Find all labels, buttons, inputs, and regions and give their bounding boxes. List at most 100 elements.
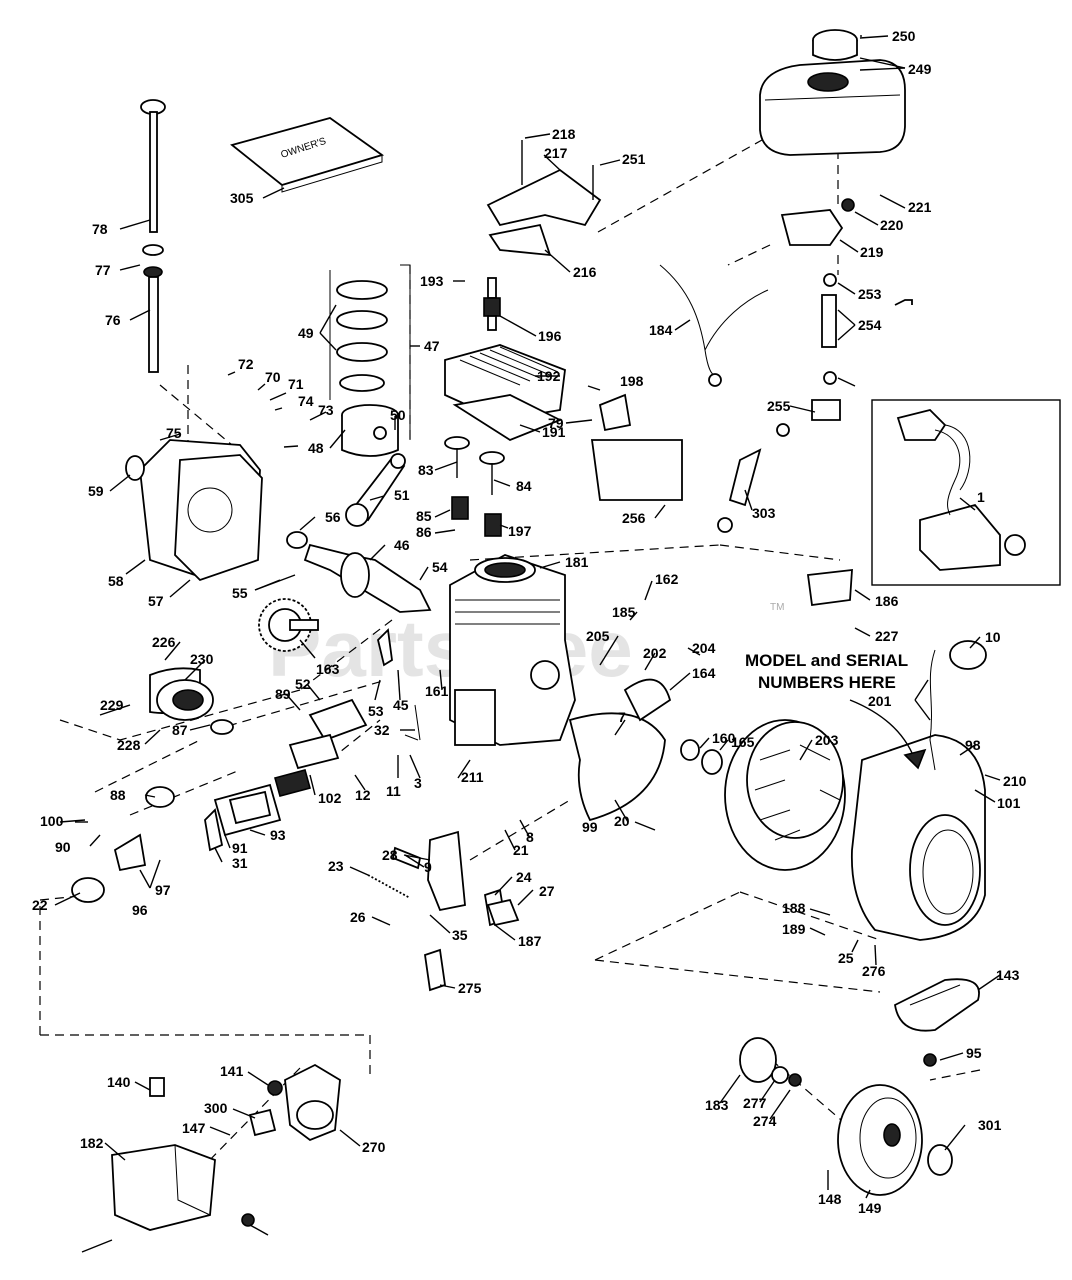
callout-label: 45 (393, 697, 409, 713)
callout-label: 276 (862, 963, 886, 979)
callout-label: 275 (458, 980, 482, 996)
callout-label: 277 (743, 1095, 767, 1111)
callout-label: 140 (107, 1074, 131, 1090)
blower-housing (850, 734, 986, 941)
callout-label: 72 (238, 356, 254, 372)
callout-label: 86 (416, 524, 432, 540)
starter-handle (894, 978, 980, 1067)
callout-label: 3 (414, 775, 422, 791)
callout-label: 84 (516, 478, 532, 494)
callout-label: 32 (374, 722, 390, 738)
callout-label: 74 (298, 393, 314, 409)
callout-label: 184 (649, 322, 673, 338)
fuel-tank (759, 29, 906, 156)
callout-label: 165 (731, 734, 755, 750)
callout-label: 56 (325, 509, 341, 525)
fuel-line (717, 273, 841, 533)
callout-label: 28 (382, 847, 398, 863)
callout-label: 148 (818, 1191, 842, 1207)
callout-label: 202 (643, 645, 667, 661)
callout-label: 220 (880, 217, 904, 233)
callout-label: 228 (117, 737, 141, 753)
spark-plug (483, 277, 501, 331)
callout-label: 256 (622, 510, 646, 526)
callout-label: 301 (978, 1117, 1002, 1133)
callout-label: 21 (513, 842, 529, 858)
callout-label: 197 (508, 523, 532, 539)
callout-label: 270 (362, 1139, 386, 1155)
callout-label: 89 (275, 686, 291, 702)
cylinder-head (444, 344, 566, 442)
bracket-216 (488, 223, 552, 257)
starter-cup (149, 667, 234, 735)
callout-label: 226 (152, 634, 176, 650)
callout-label: 205 (586, 628, 610, 644)
callout-label: 50 (390, 407, 406, 423)
callout-label: 221 (908, 199, 932, 215)
callout-label: 147 (182, 1120, 206, 1136)
callout-label: 164 (692, 665, 716, 681)
callout-label: 229 (100, 697, 124, 713)
callout-label: 1 (977, 489, 985, 505)
cylinder-block (449, 554, 576, 746)
callout-label: 187 (518, 933, 542, 949)
callout-label: 27 (539, 883, 555, 899)
camshaft-gear (258, 598, 319, 652)
callout-label: 181 (565, 554, 589, 570)
callout-label: 20 (614, 813, 630, 829)
callout-label: 76 (105, 312, 121, 328)
seal-56 (286, 531, 308, 549)
callout-label: 7 (618, 709, 626, 725)
trademark: TM (770, 602, 784, 613)
bracket-217 (486, 168, 602, 227)
callout-label: 48 (308, 440, 324, 456)
callout-label: 58 (108, 573, 124, 589)
callout-label: 230 (190, 651, 214, 667)
callout-label: 93 (270, 827, 286, 843)
callout-label: 162 (655, 571, 679, 587)
callout-label: 196 (538, 328, 562, 344)
callout-label: 47 (424, 338, 440, 354)
callout-label: 10 (985, 629, 1001, 645)
callout-label: 211 (461, 769, 484, 785)
callout-label: 102 (318, 790, 342, 806)
connecting-rod (345, 453, 406, 527)
callout-label: 203 (815, 732, 839, 748)
callout-label: 218 (552, 126, 576, 142)
callout-label: 97 (155, 882, 171, 898)
callout-label: 78 (92, 221, 108, 237)
assembly-lines (39, 139, 981, 1171)
starter-cup-270 (739, 1037, 802, 1087)
recoil-starter (837, 1084, 953, 1196)
callout-label: 46 (394, 537, 410, 553)
callout-label: 191 (542, 424, 566, 440)
switch-202 (949, 640, 987, 670)
callout-label: 31 (232, 855, 248, 871)
owners-manual: OWNER'S (230, 117, 385, 193)
callout-label: 95 (966, 1045, 982, 1061)
callout-label: 25 (838, 950, 854, 966)
callout-label: 57 (148, 593, 164, 609)
callout-label: 254 (858, 317, 882, 333)
callout-label: 249 (908, 61, 932, 77)
callout-label: 55 (232, 585, 248, 601)
governor-arm (377, 628, 393, 667)
callout-label: 251 (622, 151, 646, 167)
callout-label: 71 (288, 376, 304, 392)
air-cleaner-box (111, 1077, 255, 1231)
primer-25 (424, 948, 446, 992)
callout-label: 90 (55, 839, 71, 855)
dipstick (140, 99, 166, 373)
callout-label: 143 (996, 967, 1020, 983)
callout-label: 75 (166, 425, 182, 441)
callout-label: 26 (350, 909, 366, 925)
shield-197 (590, 439, 683, 501)
wire-203 (929, 649, 936, 771)
callout-label: 8 (526, 829, 534, 845)
callout-label: 96 (132, 902, 148, 918)
callout-label: 193 (420, 273, 444, 289)
callout-label: 305 (230, 190, 254, 206)
callout-label: 217 (544, 145, 568, 161)
inset-box (871, 399, 1061, 586)
callout-label: 255 (767, 398, 791, 414)
